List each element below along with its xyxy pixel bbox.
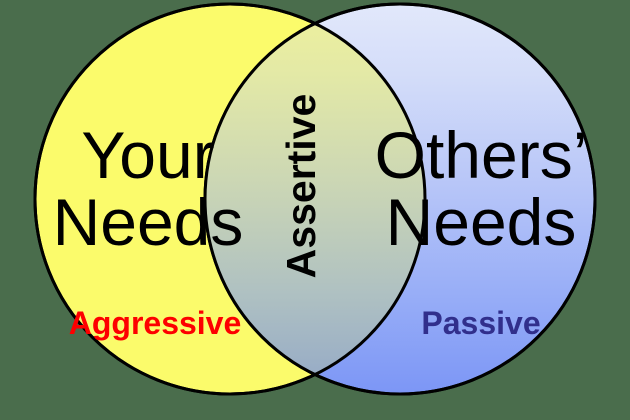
overlap-label-assertive: Assertive [278,94,324,279]
right-circle-label-line2: Needs [386,185,577,259]
right-circle-outline [203,2,597,396]
right-circle-label-line1: Others’ [375,118,588,192]
annotation-passive: Passive [421,305,540,341]
left-circle-outline [33,2,427,396]
left-circle-label-line1: Your [81,118,214,192]
left-circle-label-line2: Needs [53,185,244,259]
overlap-lens-region [205,4,425,394]
annotation-aggressive: Aggressive [69,305,242,341]
